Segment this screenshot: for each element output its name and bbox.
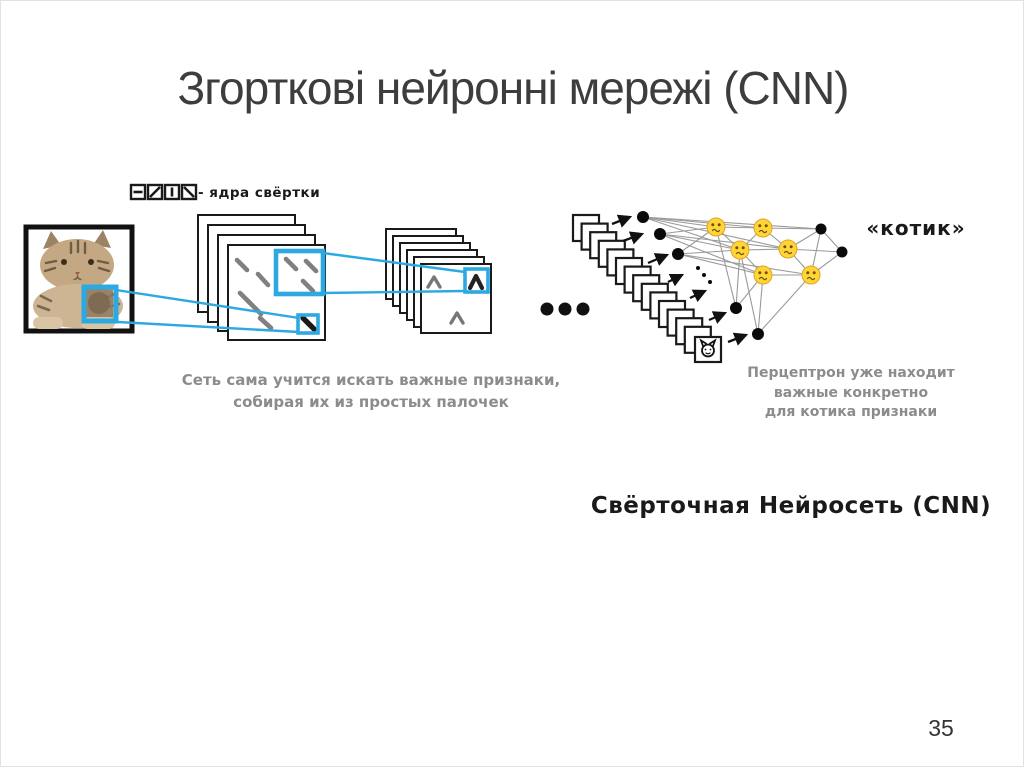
deep-layer-stack [571,213,723,364]
caption-right: Перцептрон уже находит важные конкретно … [736,364,966,423]
cat-photo [23,224,135,334]
output-class-label: «котик» [866,216,966,240]
caption-right-line2: важные конкретно [773,384,929,401]
output-neurons [815,223,848,258]
smiley-face-icon [706,217,726,237]
cat-doodle-icon [699,338,717,358]
dark-stroke-feature [300,315,317,332]
caption-left-line2: собирая их из простых палочек [233,392,509,411]
smiley-neurons [706,217,821,285]
caption-right-line3: для котика признаки [764,404,938,420]
input-neurons [637,211,764,340]
caption-right-line1: Перцептрон уже находит [747,365,955,381]
smiley-face-icon [753,265,773,285]
caption-left-line1: Сеть сама учится искать важные признаки, [181,371,561,389]
smiley-face-icon [778,239,798,259]
kernel-legend-icons [129,183,198,201]
slide-title: Згорткові нейронні мережі (CNN) [177,62,849,114]
figure-caption: Свёрточная Нейросеть (CNN) [590,493,992,519]
flow-arrows [611,214,749,346]
receptive-field-boxes [81,248,490,335]
ellipsis-dots [540,302,590,316]
smiley-face-icon [730,240,750,260]
smiley-face-icon [801,265,821,285]
smiley-face-icon [753,218,773,238]
page-number: 35 [928,715,954,741]
caption-left: Сеть сама учится искать важные признаки,… [151,370,591,413]
kernel-legend-label: - ядра свёртки [198,185,321,201]
receptive-field-lines [115,251,466,334]
caret-features [426,273,485,325]
